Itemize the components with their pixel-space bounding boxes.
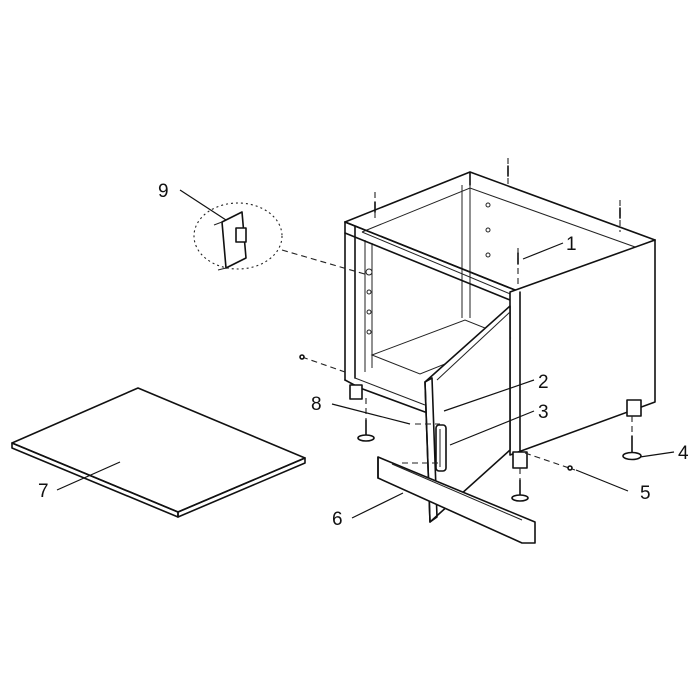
leader-lines — [56, 189, 675, 519]
callout-8: 8 — [311, 394, 322, 415]
callout-1: 1 — [566, 234, 577, 255]
callout-7: 7 — [38, 481, 49, 502]
callout-9: 9 — [158, 181, 169, 202]
callout-2: 2 — [538, 372, 549, 393]
door-handle — [435, 424, 447, 472]
callout-3: 3 — [538, 402, 549, 423]
top-screws — [374, 158, 621, 288]
catch-detail — [193, 202, 283, 271]
callout-6: 6 — [332, 509, 343, 530]
leveling-feet — [357, 398, 642, 502]
kick-plate — [377, 456, 536, 544]
shelf-panel — [11, 387, 306, 518]
callout-4: 4 — [678, 443, 689, 464]
door-pins — [299, 354, 576, 471]
catch-projection-line — [281, 249, 369, 276]
callout-5: 5 — [640, 483, 651, 504]
